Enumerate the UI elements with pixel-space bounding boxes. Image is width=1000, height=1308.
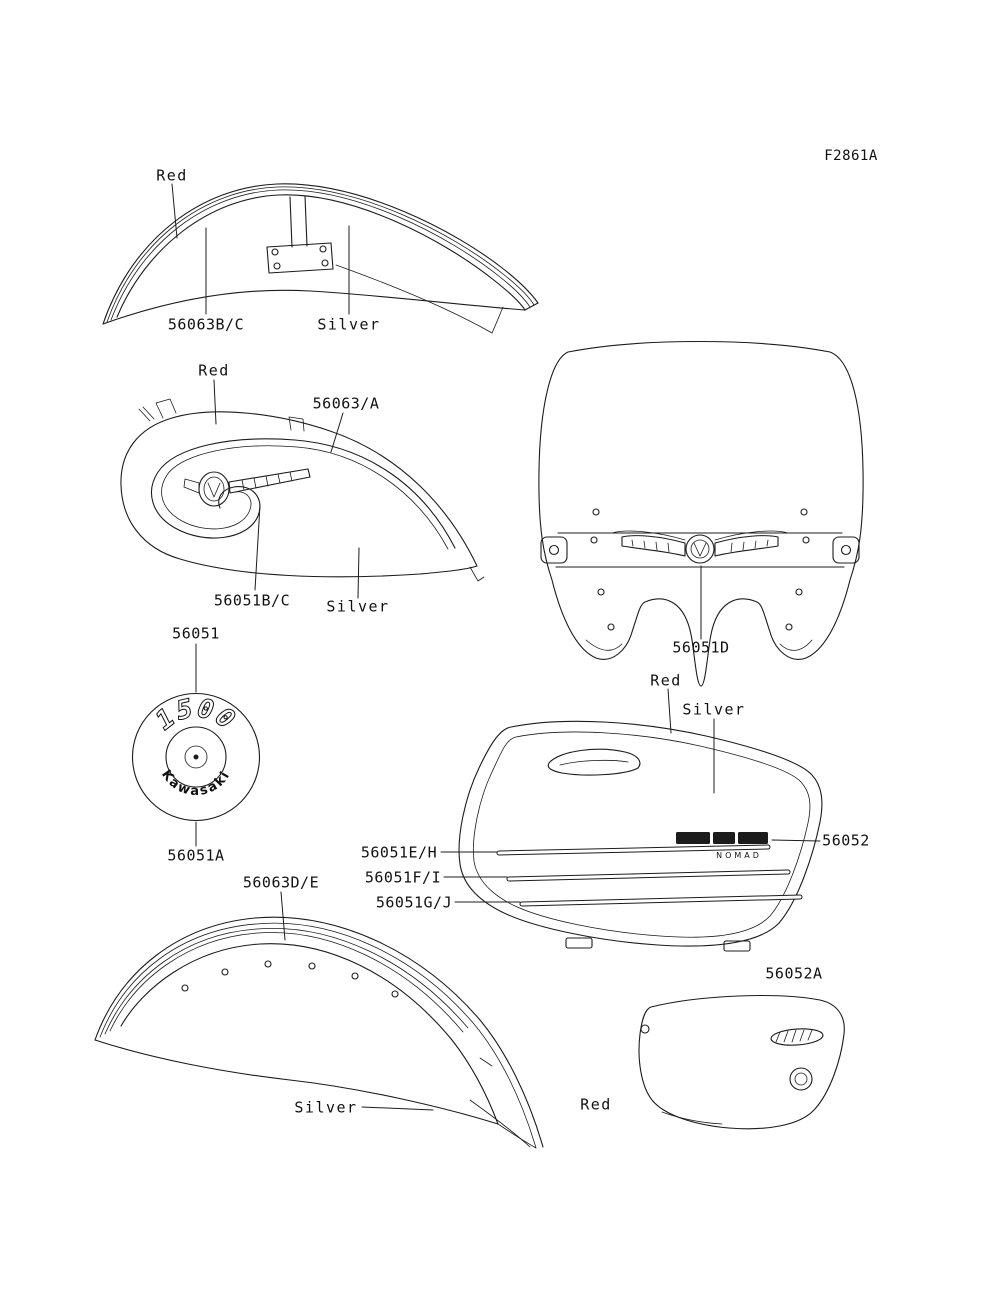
front-fender-red-label: Red [156, 166, 188, 185]
leader-lines [171, 183, 821, 1111]
saddlebag-nomad-text: NOMAD [716, 851, 762, 860]
saddlebag-stripes [496, 844, 803, 907]
rear-fender-part-label: 56063D/E [242, 873, 320, 892]
tank-side-emblem [183, 468, 311, 507]
fuel-tank-silver-label: Silver [326, 597, 390, 616]
rear-fender-silver-label: Silver [294, 1098, 358, 1117]
saddlebag-badge [676, 832, 768, 844]
fuel-tank-red-label: Red [198, 361, 230, 380]
saddlebag-silver-label: Silver [682, 700, 746, 719]
front-fender-silver-label: Silver [317, 315, 381, 334]
saddlebag-stripe-middle-part-label: 56051F/I [364, 868, 442, 887]
fuel-tank-emblem-part-label: 56051B/C [213, 591, 291, 610]
emblem-part-bottom-label: 56051A [167, 846, 225, 865]
side-cover-red-label: Red [580, 1095, 612, 1114]
side-cover-drawing [638, 994, 845, 1130]
saddlebag-stripe-bottom-part-label: 56051G/J [375, 893, 453, 912]
front-fender-drawing [102, 183, 539, 334]
front-fender-part-label: 56063B/C [167, 315, 245, 334]
saddlebag-stripe-top-part-label: 56051E/H [360, 843, 438, 862]
side-cover-badge [770, 1028, 824, 1046]
emblem-1500-text: 1500 [150, 694, 241, 737]
emblem-part-top-label: 56051 [172, 624, 220, 643]
emblem-kawasaki-text: Kawasaki [158, 767, 234, 799]
tank-round-emblem-drawing: 1500 Kawasaki [131, 692, 261, 822]
windshield-emblem [611, 530, 789, 564]
saddlebag-badge-part-label: 56052 [822, 831, 870, 850]
windshield-part-label: 56051D [672, 638, 730, 657]
fuel-tank-drawing [120, 398, 485, 582]
fuel-tank-stripe-part-label: 56063/A [312, 394, 380, 413]
saddlebag-red-label: Red [650, 671, 682, 690]
windshield-drawing [538, 340, 864, 687]
figure-code: F2861A [824, 148, 878, 164]
rear-fender-drawing [94, 916, 544, 1149]
saddlebag-drawing [458, 720, 823, 952]
side-cover-part-label: 56052A [765, 964, 823, 983]
